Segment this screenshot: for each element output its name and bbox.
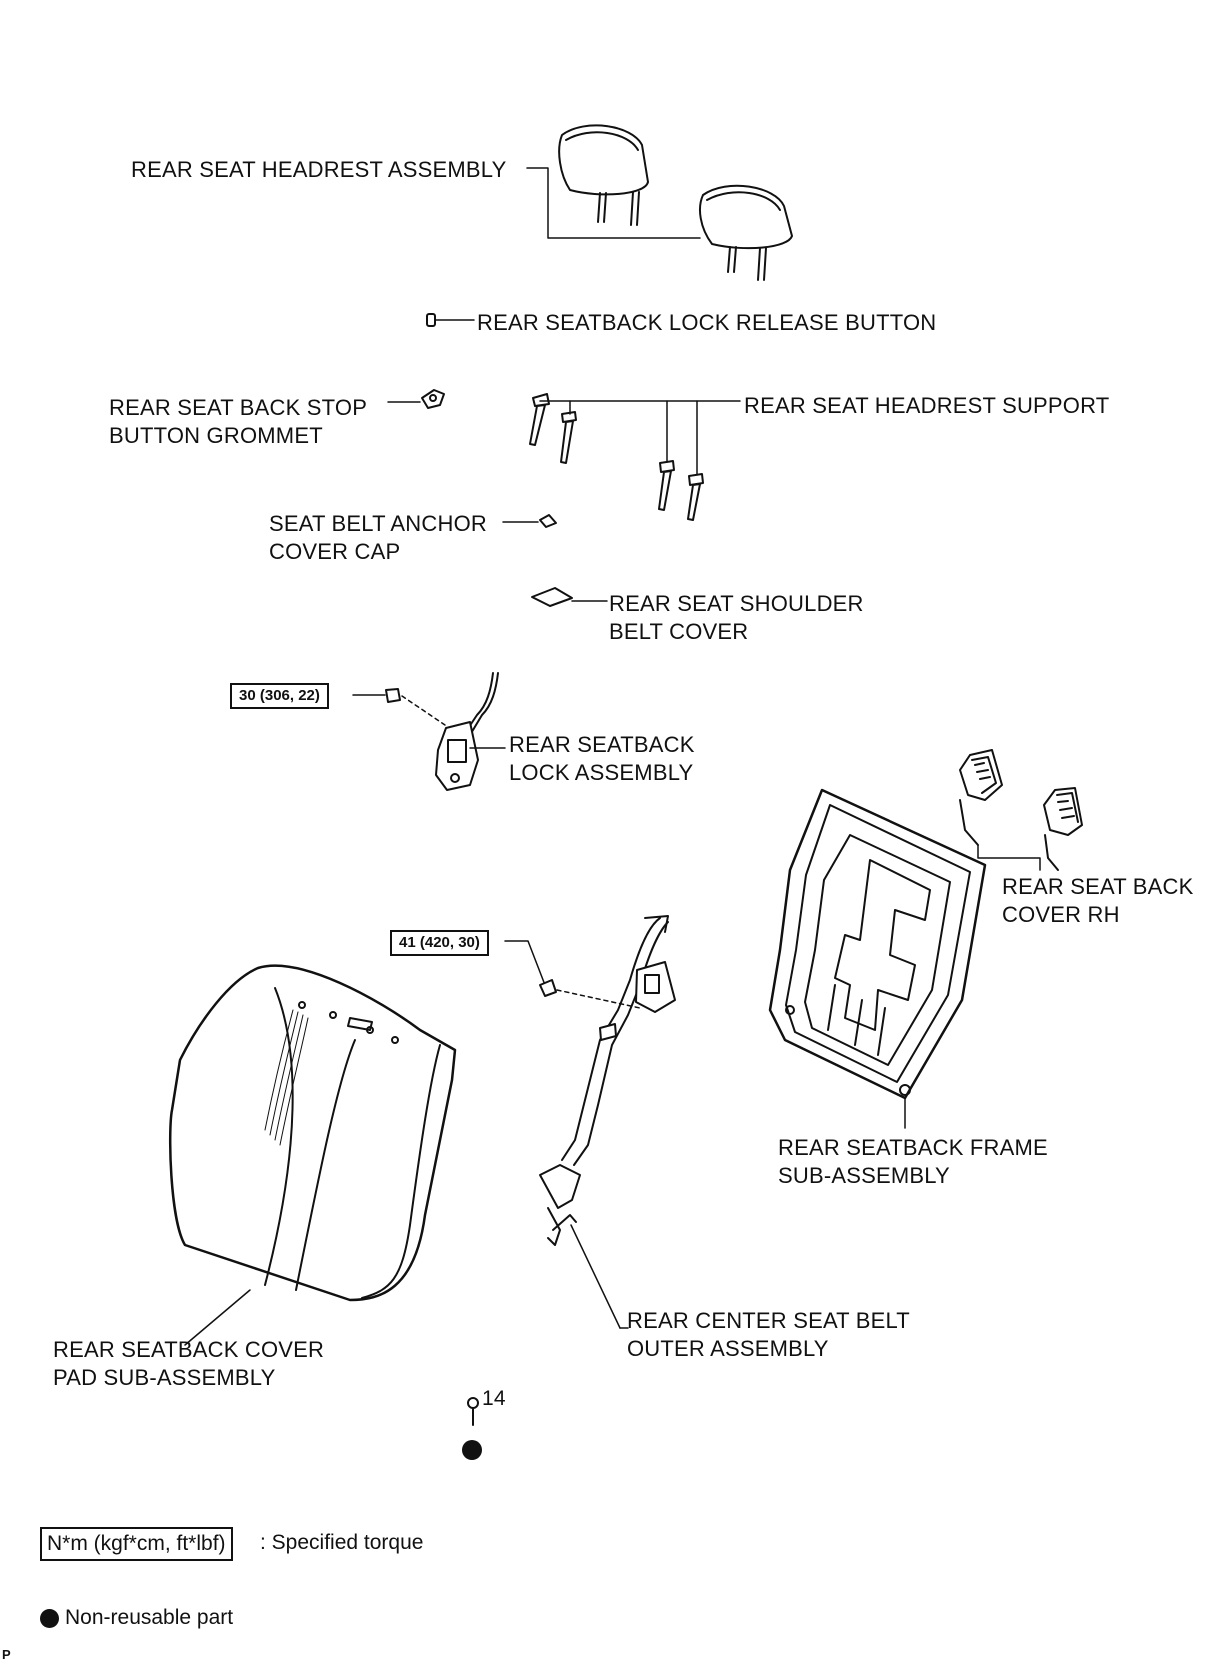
label-shoulder-belt-cover-line1: REAR SEAT SHOULDER bbox=[609, 591, 864, 616]
headrest-left-drawing bbox=[558, 124, 649, 226]
label-cover-pad-line1: REAR SEATBACK COVER bbox=[53, 1337, 325, 1362]
label-headrest-support: REAR SEAT HEADREST SUPPORT bbox=[744, 393, 1110, 418]
label-ring-part-number: 14 bbox=[482, 1387, 506, 1410]
label-lock-release-button: REAR SEATBACK LOCK RELEASE BUTTON bbox=[477, 310, 937, 335]
legend-torque-box: N*m (kgf*cm, ft*lbf) bbox=[40, 1527, 233, 1561]
label-center-belt-outer-line2: OUTER ASSEMBLY bbox=[627, 1336, 829, 1361]
seatback-lock-drawing bbox=[435, 672, 506, 791]
lock-release-button-drawing bbox=[426, 313, 475, 327]
anchor-cover-cap-drawing bbox=[502, 514, 557, 528]
torque-spec-lock-bolt: 30 (306, 22) bbox=[230, 683, 329, 709]
label-frame-sub-assembly-line1: REAR SEATBACK FRAME bbox=[778, 1135, 1048, 1160]
legend-non-reusable-text: Non-reusable part bbox=[65, 1606, 234, 1629]
seat-back-cover-rh-drawing bbox=[959, 749, 1083, 871]
torque-spec-belt-bolt: 41 (420, 30) bbox=[390, 930, 489, 956]
non-reusable-marker bbox=[462, 1440, 482, 1460]
shoulder-belt-cover-drawing bbox=[531, 587, 608, 607]
label-anchor-cover-cap-line1: SEAT BELT ANCHOR bbox=[269, 511, 487, 536]
label-back-cover-rh-line1: REAR SEAT BACK bbox=[1002, 874, 1194, 899]
label-cover-pad-line2: PAD SUB-ASSEMBLY bbox=[53, 1365, 276, 1390]
center-seat-belt-drawing bbox=[539, 915, 676, 1329]
headrest-supports-drawing bbox=[529, 393, 741, 521]
label-back-cover-rh-line2: COVER RH bbox=[1002, 902, 1120, 927]
seatback-frame-drawing bbox=[768, 788, 987, 1129]
grommet-drawing bbox=[387, 389, 445, 409]
corner-mark: P bbox=[2, 1647, 11, 1662]
label-back-stop-grommet-line1: REAR SEAT BACK STOP bbox=[109, 395, 368, 420]
legend-non-reusable-dot bbox=[40, 1609, 59, 1628]
label-seatback-lock-line1: REAR SEATBACK bbox=[509, 732, 695, 757]
lock-bolt-drawing bbox=[352, 688, 446, 726]
headrest-right-drawing bbox=[699, 184, 793, 281]
seatback-cover-pad-drawing bbox=[168, 964, 457, 1346]
label-center-belt-outer-line1: REAR CENTER SEAT BELT bbox=[627, 1308, 910, 1333]
label-shoulder-belt-cover-line2: BELT COVER bbox=[609, 619, 749, 644]
label-back-stop-grommet-line2: BUTTON GROMMET bbox=[109, 423, 323, 448]
legend-torque-text: : Specified torque bbox=[260, 1531, 424, 1554]
belt-bolt-drawing bbox=[504, 940, 641, 1009]
label-headrest-assembly: REAR SEAT HEADREST ASSEMBLY bbox=[131, 157, 507, 182]
label-seatback-lock-line2: LOCK ASSEMBLY bbox=[509, 760, 694, 785]
label-frame-sub-assembly-line2: SUB-ASSEMBLY bbox=[778, 1163, 950, 1188]
label-anchor-cover-cap-line2: COVER CAP bbox=[269, 539, 401, 564]
ring-part-drawing bbox=[467, 1397, 479, 1426]
